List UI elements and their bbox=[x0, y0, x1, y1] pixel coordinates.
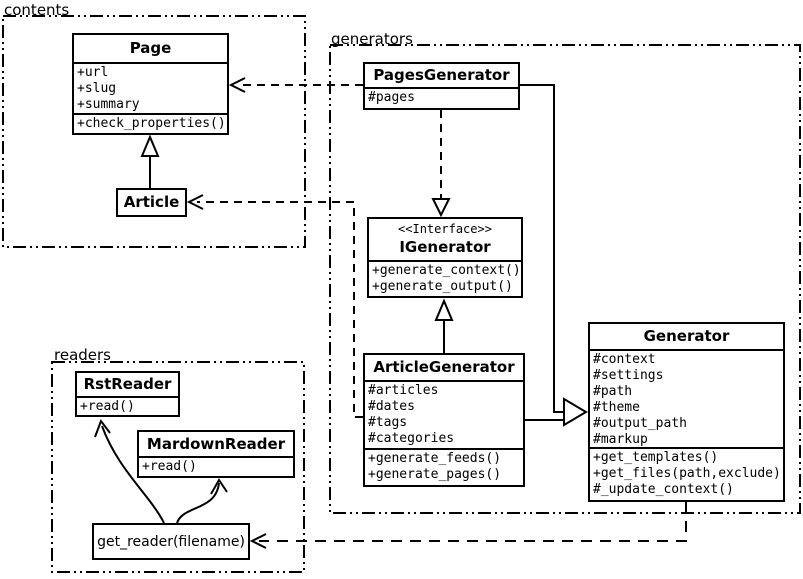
attribute: #path bbox=[593, 384, 633, 399]
class-page-methods: +check_properties() bbox=[74, 113, 227, 133]
attribute: #tags bbox=[368, 415, 408, 430]
dependency-pagesgenerator-page-arrowhead bbox=[228, 77, 246, 93]
method: +generate_feeds() bbox=[368, 451, 502, 466]
class-generator-attributes: #context #settings #path #theme #output_… bbox=[590, 349, 783, 447]
class-igenerator-header: <<Interface>> IGenerator bbox=[369, 219, 521, 260]
class-article: Article bbox=[116, 188, 187, 217]
package-frame-contents bbox=[2, 15, 306, 248]
attribute: #pages bbox=[368, 90, 415, 105]
method: +generate_context() bbox=[372, 263, 521, 278]
package-frame-generators bbox=[329, 44, 801, 514]
dependency-generator-getreader bbox=[259, 502, 687, 542]
class-generator: Generator #context #settings #path #them… bbox=[588, 322, 785, 502]
class-pagesgenerator: PagesGenerator #pages bbox=[363, 62, 520, 110]
class-generator-title: Generator bbox=[643, 327, 730, 345]
attribute: #theme bbox=[593, 400, 640, 415]
function-get-reader-label: get_reader(filename) bbox=[97, 533, 245, 550]
attribute: #categories bbox=[368, 431, 455, 446]
attribute: +slug bbox=[77, 81, 117, 96]
package-frame-readers bbox=[51, 361, 305, 573]
class-rstreader-title: RstReader bbox=[83, 375, 172, 393]
method: +generate_output() bbox=[372, 279, 513, 294]
dependency-articlegenerator-article-arrowhead bbox=[186, 194, 204, 210]
generalization-generator-arrowhead bbox=[563, 397, 588, 427]
class-igenerator-title: IGenerator bbox=[399, 238, 491, 256]
method: +get_templates() bbox=[593, 450, 719, 465]
dependency-articlegenerator-article bbox=[197, 201, 363, 418]
generalization-articlegenerator-igenerator-arrowhead bbox=[434, 298, 454, 321]
class-page: Page +url +slug +summary +check_properti… bbox=[72, 33, 229, 135]
method: +read() bbox=[142, 459, 197, 474]
method: +check_properties() bbox=[77, 116, 226, 131]
class-pagesgenerator-title: PagesGenerator bbox=[373, 66, 510, 84]
class-pagesgenerator-attributes: #pages bbox=[365, 87, 518, 108]
attribute: +url bbox=[77, 65, 109, 80]
class-mardownreader-methods: +read() bbox=[139, 456, 293, 476]
arrow-getreader-rstreader bbox=[101, 425, 165, 524]
method: #_update_context() bbox=[593, 482, 734, 497]
class-articlegenerator-attributes: #articles #dates #tags #categories bbox=[365, 380, 523, 448]
generalization-pagesgenerator-generator bbox=[520, 84, 563, 413]
package-label-readers: readers bbox=[54, 346, 111, 364]
class-page-title: Page bbox=[129, 39, 172, 57]
attribute: #context bbox=[593, 352, 656, 367]
class-article-title: Article bbox=[123, 193, 180, 211]
method: +read() bbox=[80, 399, 135, 414]
attribute: #output_path bbox=[593, 416, 687, 431]
realization-pagesgenerator-igenerator-arrowhead bbox=[431, 198, 451, 218]
class-mardownreader-title: MardownReader bbox=[146, 435, 286, 453]
attribute: #markup bbox=[593, 432, 648, 447]
class-igenerator-methods: +generate_context() +generate_output() bbox=[369, 260, 521, 296]
class-articlegenerator: ArticleGenerator #articles #dates #tags … bbox=[363, 353, 525, 487]
class-igenerator: <<Interface>> IGenerator +generate_conte… bbox=[367, 217, 523, 298]
class-page-attributes: +url +slug +summary bbox=[74, 62, 227, 113]
attribute: #dates bbox=[368, 399, 415, 414]
function-get-reader: get_reader(filename) bbox=[92, 523, 250, 560]
dependency-generator-getreader-arrowhead bbox=[249, 533, 267, 549]
arrow-getreader-rstreader-arrowhead bbox=[94, 418, 111, 438]
class-igenerator-stereotype: <<Interface>> bbox=[398, 222, 492, 236]
package-label-generators: generators bbox=[331, 30, 413, 48]
arrow-getreader-mardownreader bbox=[176, 482, 220, 524]
package-label-contents: contents bbox=[4, 1, 70, 19]
arrow-getreader-mardownreader-arrowhead bbox=[210, 478, 228, 495]
generalization-article-page-arrowhead bbox=[140, 134, 160, 157]
class-rstreader-methods: +read() bbox=[77, 396, 178, 415]
class-articlegenerator-methods: +generate_feeds() +generate_pages() bbox=[365, 448, 523, 485]
class-generator-methods: +get_templates() +get_files(path,exclude… bbox=[590, 447, 783, 500]
method: +get_files(path,exclude) bbox=[593, 466, 781, 481]
class-rstreader: RstReader +read() bbox=[75, 371, 180, 417]
attribute: #settings bbox=[593, 368, 664, 383]
class-mardownreader: MardownReader +read() bbox=[137, 430, 295, 478]
method: +generate_pages() bbox=[368, 467, 502, 482]
class-articlegenerator-title: ArticleGenerator bbox=[373, 358, 515, 376]
attribute: +summary bbox=[77, 97, 140, 112]
attribute: #articles bbox=[368, 383, 439, 398]
